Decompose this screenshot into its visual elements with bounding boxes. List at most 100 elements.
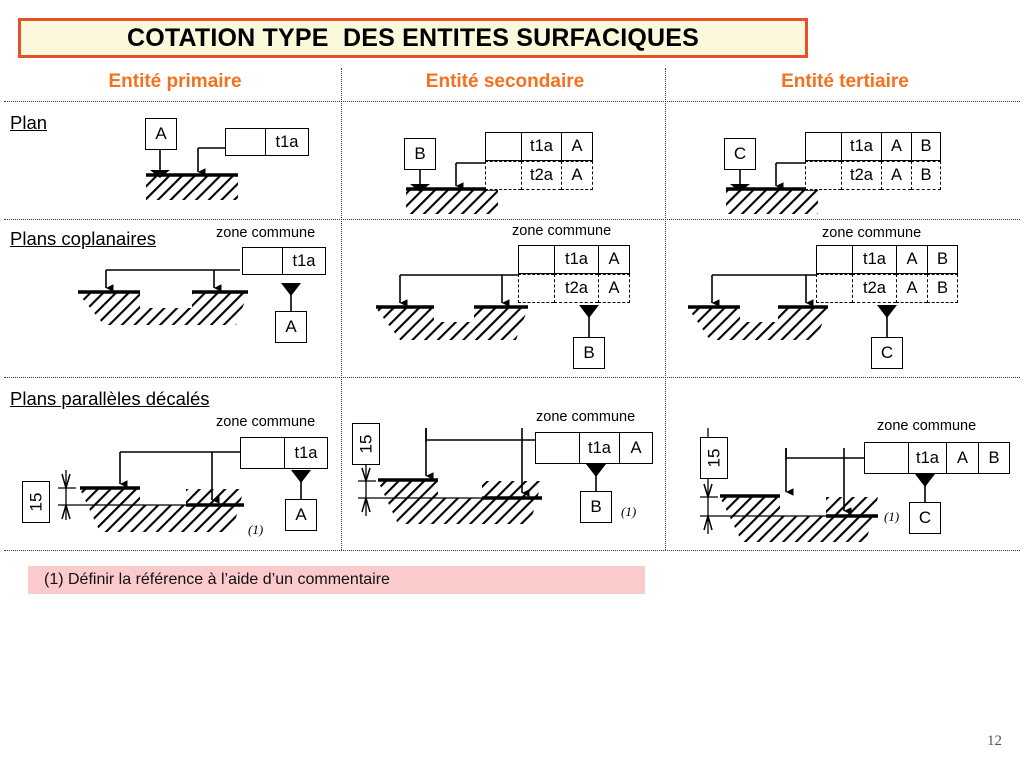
datum-box-plan-secondary: B <box>404 138 436 170</box>
datum-box-coplanar-secondary: B <box>573 337 605 369</box>
note-marker-parallel-secondary: (1) <box>621 504 637 519</box>
datum-ref: A <box>881 132 911 161</box>
datum-ref: B <box>978 442 1010 474</box>
footnote-banner: (1) Définir la référence à l’aide d’un c… <box>28 566 645 594</box>
fcf-plan-secondary-row2: t2a A <box>485 161 593 190</box>
tolerance-value: t2a <box>521 161 561 190</box>
zone-commune-label-parallel-tertiary: zone commune <box>877 418 977 434</box>
flatness-icon <box>242 247 282 275</box>
datum-ref: B <box>911 132 941 161</box>
datum-box-coplanar-tertiary: C <box>871 337 903 369</box>
fcf-coplanar-tertiary-row2: t2a A B <box>816 274 958 303</box>
grid-rule-col1 <box>341 68 342 550</box>
slide-title: COTATION TYPE DES ENTITES SURFACIQUES <box>18 18 808 58</box>
tolerance-value: t1a <box>908 442 946 474</box>
datum-letter: B <box>414 144 426 163</box>
dimension-box-parallel-secondary: 15 <box>352 423 380 465</box>
dimension-box-parallel-primary: 15 <box>22 481 50 523</box>
datum-ref: A <box>598 274 630 303</box>
tolerance-value: t2a <box>852 274 896 303</box>
profile-surface-icon <box>240 437 284 469</box>
datum-ref: A <box>896 245 927 274</box>
datum-letter: A <box>155 124 167 143</box>
slide-title-text: COTATION TYPE DES ENTITES SURFACIQUES <box>126 23 699 52</box>
tolerance-value: t1a <box>579 432 619 464</box>
datum-letter: C <box>918 508 932 527</box>
figure-coplanar-secondary <box>376 274 536 340</box>
grid-rule-row2 <box>4 377 1020 378</box>
datum-connectors <box>281 283 935 503</box>
dimension-value: 15 <box>25 492 45 512</box>
column-header-primary: Entité primaire <box>108 71 242 92</box>
fcf-plan-tertiary-row1: t1a A B <box>805 132 941 161</box>
fcf-parallel-secondary: t1a A <box>535 432 653 464</box>
datum-ref: A <box>881 161 911 190</box>
tolerance-value: t1a <box>282 247 326 275</box>
flatness-icon <box>225 128 265 156</box>
datum-ref: B <box>911 161 941 190</box>
datum-ref: B <box>927 245 958 274</box>
tolerance-value: t2a <box>554 274 598 303</box>
datum-letter: C <box>880 343 894 362</box>
grid-rule-top <box>4 101 1020 102</box>
datum-letter: A <box>285 317 297 336</box>
fcf-coplanar-secondary-row2: t2a A <box>518 274 630 303</box>
fcf-parallel-primary: t1a <box>240 437 328 469</box>
datum-letter: C <box>733 144 747 163</box>
datum-box-plan-tertiary: C <box>724 138 756 170</box>
datum-letter: A <box>295 505 307 524</box>
dimension-value: 15 <box>703 448 723 468</box>
position-icon <box>518 274 554 303</box>
note-marker-parallel-tertiary: (1) <box>884 509 900 524</box>
perpendicularity-icon <box>518 245 554 274</box>
tolerance-value: t1a <box>521 132 561 161</box>
datum-ref: B <box>927 274 958 303</box>
tolerance-value: t1a <box>554 245 598 274</box>
row-label-parallel: Plans parallèles décalés <box>10 388 210 409</box>
figure-parallel-tertiary <box>700 428 890 542</box>
fcf-parallel-tertiary: t1a A B <box>864 442 1010 474</box>
footnote-text: (1) Définir la référence à l’aide d’un c… <box>44 571 390 588</box>
grid-rule-bottom <box>4 550 1020 551</box>
fcf-coplanar-tertiary-row1: t1a A B <box>816 245 958 274</box>
datum-letter: B <box>590 497 602 516</box>
tolerance-value: t1a <box>265 128 309 156</box>
perpendicularity-icon <box>485 132 521 161</box>
datum-box-parallel-tertiary: C <box>909 502 941 534</box>
page-number: 12 <box>987 733 1002 749</box>
position-icon <box>805 161 841 190</box>
row-label-plan: Plan <box>10 112 48 133</box>
datum-ref: A <box>619 432 653 464</box>
datum-ref: A <box>561 161 593 190</box>
zone-commune-label-parallel-secondary: zone commune <box>536 409 636 425</box>
tolerance-value: t1a <box>852 245 896 274</box>
column-header-secondary: Entité secondaire <box>425 71 585 92</box>
datum-box-parallel-primary: A <box>285 499 317 531</box>
datum-box-plan-primary: A <box>145 118 177 150</box>
zone-commune-label-coplan-primary: zone commune <box>216 225 316 241</box>
fcf-coplanar-secondary-row1: t1a A <box>518 245 630 274</box>
position-icon <box>485 161 521 190</box>
row-label-coplanar: Plans coplanaires <box>10 228 157 249</box>
note-marker-parallel-primary: (1) <box>248 522 264 537</box>
datum-box-coplanar-primary: A <box>275 311 307 343</box>
datum-ref: A <box>561 132 593 161</box>
grid-rule-row1 <box>4 219 1020 220</box>
datum-letter: B <box>583 343 595 362</box>
tolerance-value: t1a <box>841 132 881 161</box>
datum-ref: A <box>896 274 927 303</box>
figure-coplanar-primary <box>78 269 248 325</box>
column-header-tertiary: Entité tertiaire <box>781 71 909 92</box>
fcf-plan-primary: t1a <box>225 128 309 156</box>
position-icon <box>816 274 852 303</box>
perpendicularity-icon <box>805 132 841 161</box>
grid-rule-col2 <box>665 68 666 550</box>
fcf-coplanar-primary: t1a <box>242 247 326 275</box>
profile-surface-icon <box>535 432 579 464</box>
tolerance-value: t1a <box>284 437 328 469</box>
dimension-value: 15 <box>355 434 375 454</box>
fcf-plan-secondary-row1: t1a A <box>485 132 593 161</box>
dimension-box-parallel-tertiary: 15 <box>700 437 728 479</box>
